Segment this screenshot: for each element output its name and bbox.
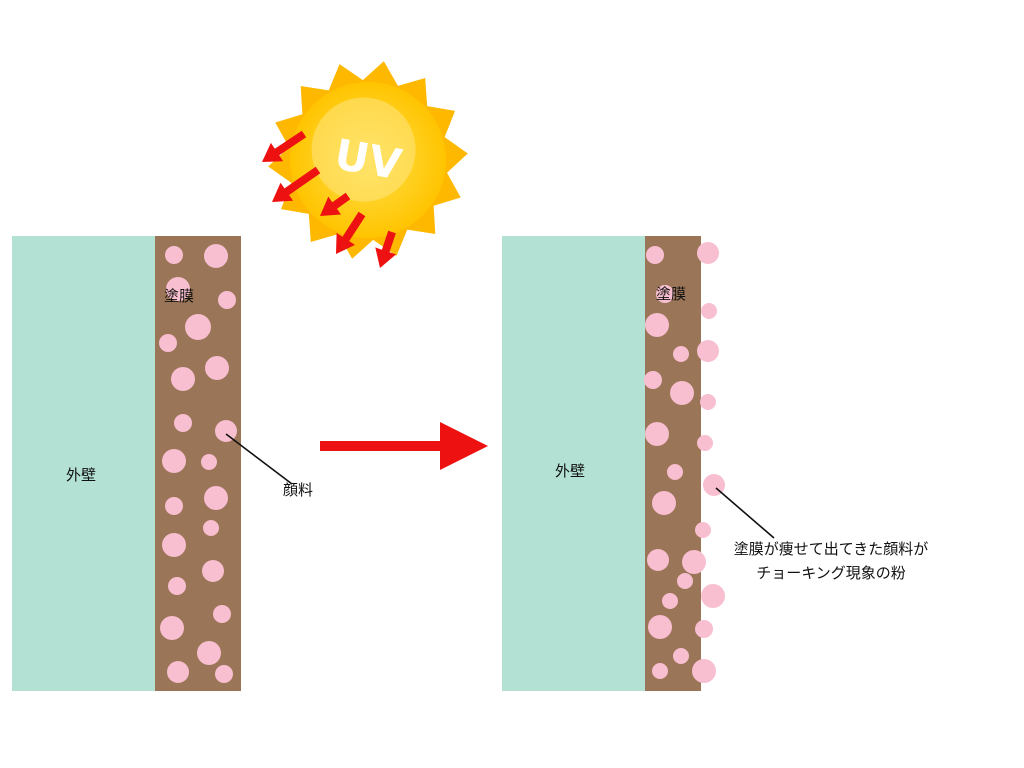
pigment-particle — [652, 491, 676, 515]
pigment-leader-line — [225, 433, 293, 485]
pigment-particle — [652, 663, 668, 679]
chalking-caption: 塗膜が痩せて出てきた顔料が チョーキング現象の粉 — [706, 537, 956, 585]
caption-line-2: チョーキング現象の粉 — [756, 564, 906, 582]
coating-label-before: 塗膜 — [164, 287, 195, 305]
uv-ray-arrow-icon — [272, 166, 321, 202]
pigment-particle — [159, 334, 177, 352]
coating-after — [645, 236, 701, 691]
pigment-particle — [162, 449, 186, 473]
pigment-particle — [166, 277, 190, 301]
pigment-particle — [213, 605, 231, 623]
pigment-particle — [677, 573, 693, 589]
wall-before — [12, 236, 156, 691]
pigment-particle — [692, 659, 716, 683]
pigment-particle — [205, 356, 229, 380]
pigment-particle — [697, 340, 719, 362]
uv-ray-arrow-icon — [375, 230, 397, 268]
pigment-particle — [160, 616, 184, 640]
right-arrow-icon — [320, 422, 488, 470]
pigment-particle — [167, 661, 189, 683]
pigment-particle — [202, 560, 224, 582]
pigment-particle — [646, 246, 664, 264]
uv-ray-arrow-icon — [262, 130, 307, 162]
pigment-particle — [697, 242, 719, 264]
pigment-particle — [695, 522, 711, 538]
pigment-particle — [218, 291, 236, 309]
uv-ray-arrow-icon — [320, 192, 351, 216]
uv-ray-arrow-icon — [336, 211, 366, 254]
pigment-particle — [697, 435, 713, 451]
after-panel — [502, 236, 775, 691]
wall-after — [502, 236, 646, 691]
pigment-particle — [648, 615, 672, 639]
pigment-particle — [201, 454, 217, 470]
pigment-particle — [670, 381, 694, 405]
pigment-particle — [162, 533, 186, 557]
pigment-particle — [197, 641, 221, 665]
pigment-particle — [168, 577, 186, 595]
pigment-particle — [673, 648, 689, 664]
pigment-particle — [682, 550, 706, 574]
pigment-particle — [215, 665, 233, 683]
pigment-particle — [204, 244, 228, 268]
pigment-group-before — [159, 244, 237, 683]
pigment-particle — [174, 414, 192, 432]
pigment-particle — [645, 422, 669, 446]
pigment-particle — [165, 246, 183, 264]
caption-line-1: 塗膜が痩せて出てきた顔料が — [733, 540, 929, 558]
pigment-particle — [165, 497, 183, 515]
pigment-particle — [644, 371, 662, 389]
pigment-particle — [647, 549, 669, 571]
wall-label-after: 外壁 — [555, 462, 586, 480]
pigment-particle — [700, 394, 716, 410]
uv-label: UV — [331, 130, 406, 190]
pigment-particle — [215, 420, 237, 442]
pigment-particle — [695, 620, 713, 638]
pigment-particle — [701, 584, 725, 608]
chalk-leader-line — [715, 487, 775, 539]
pigment-particle — [656, 285, 674, 303]
pigment-particle — [203, 520, 219, 536]
pigment-particle — [662, 593, 678, 609]
pigment-particle — [185, 314, 211, 340]
pigment-group-after — [644, 242, 725, 683]
pigment-label: 顔料 — [283, 481, 314, 499]
uv-ray-arrows — [262, 130, 397, 268]
coating-label-after: 塗膜 — [656, 285, 687, 303]
pigment-particle — [701, 303, 717, 319]
wall-label-before: 外壁 — [66, 466, 97, 484]
pigment-particle — [667, 464, 683, 480]
pigment-particle — [204, 486, 228, 510]
pigment-particle — [645, 313, 669, 337]
before-panel — [12, 236, 293, 691]
pigment-particle — [171, 367, 195, 391]
pigment-particle — [673, 346, 689, 362]
